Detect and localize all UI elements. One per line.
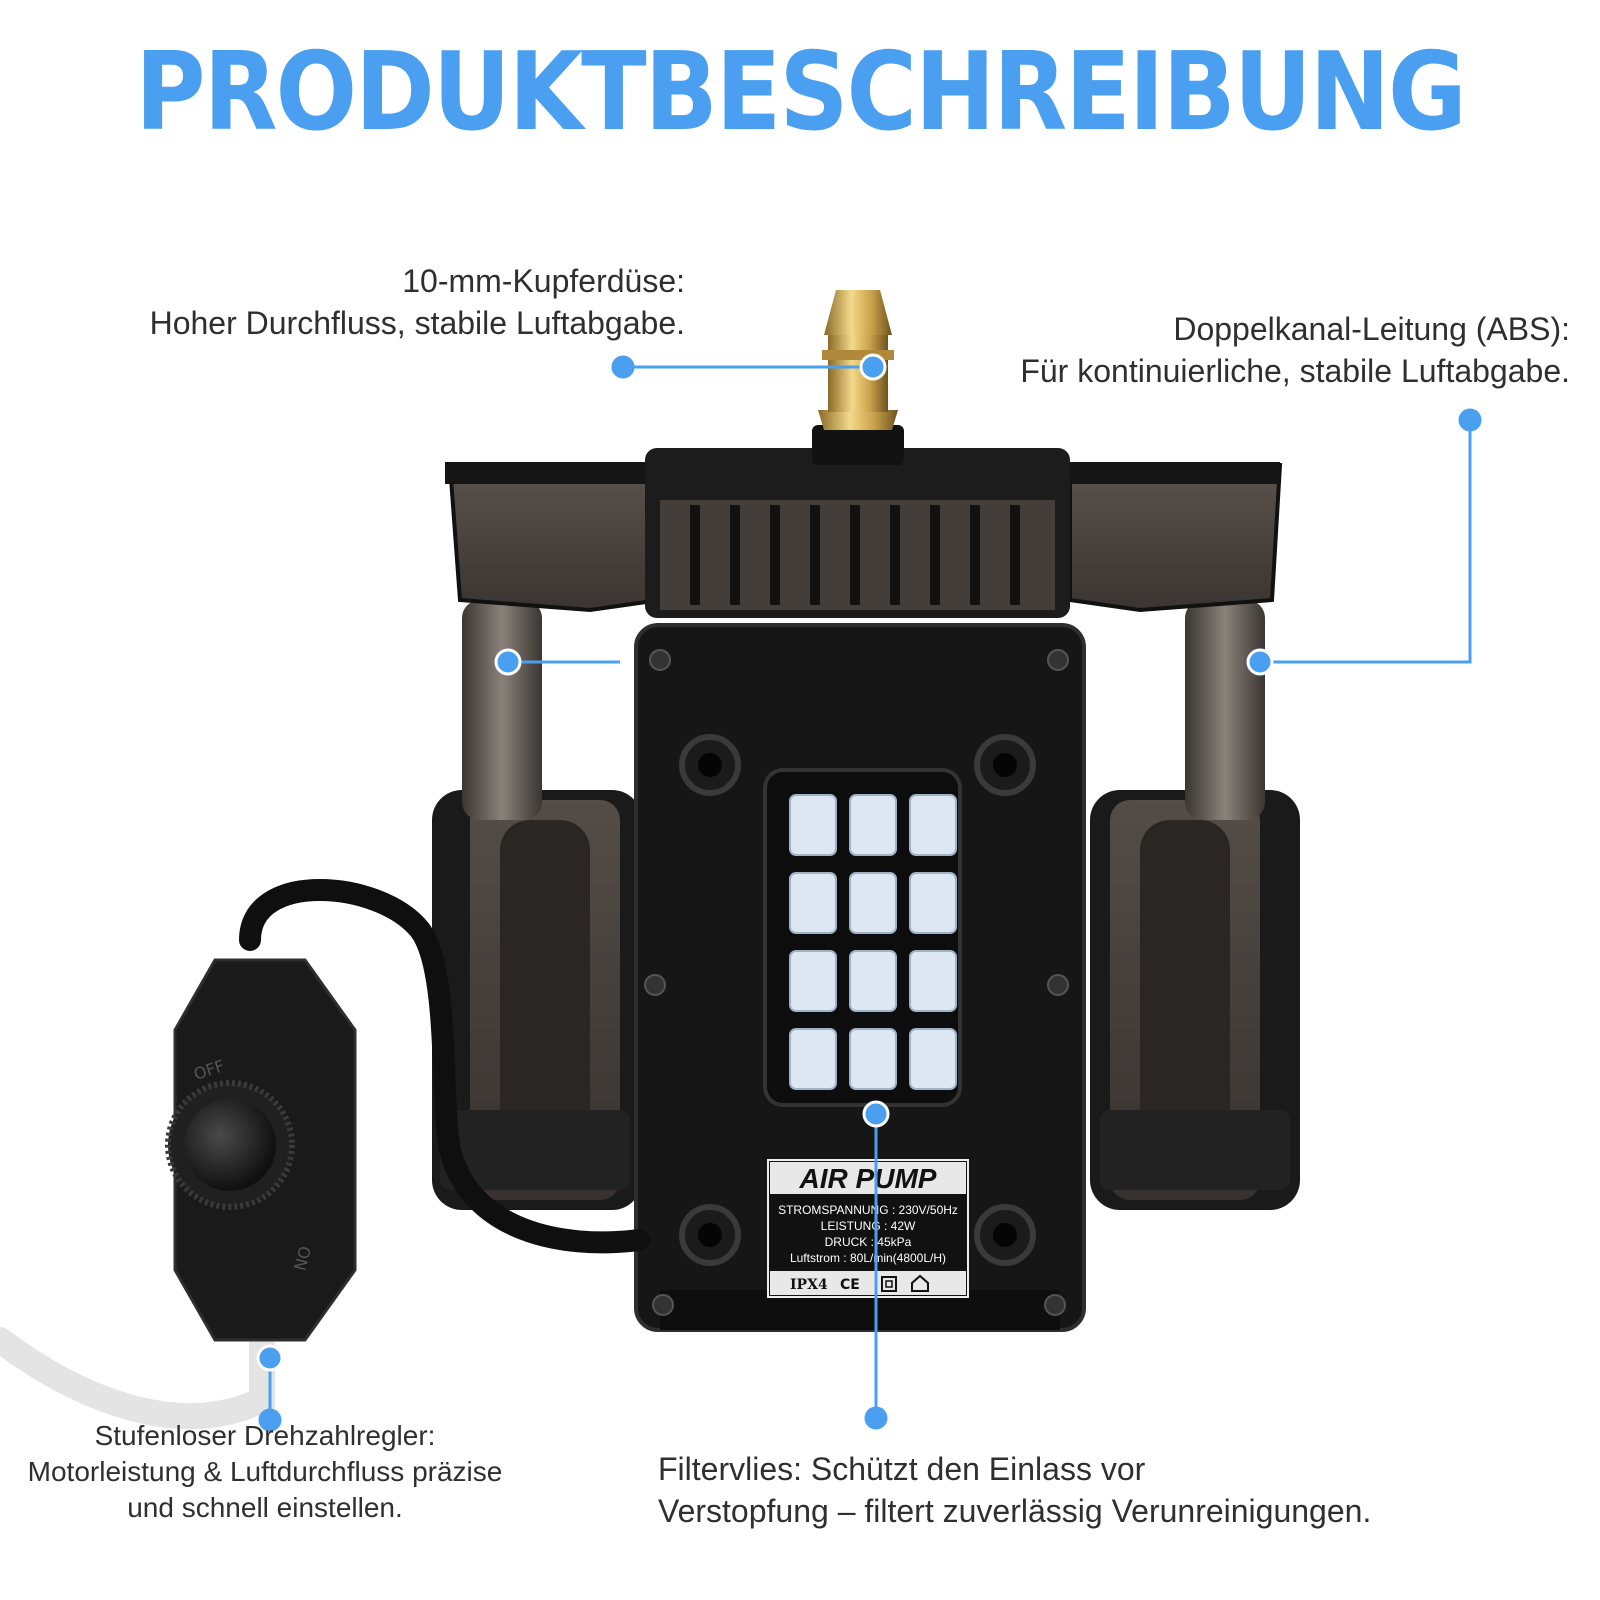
indoor-use-icon [911, 1274, 929, 1292]
filter-panel [763, 768, 962, 1107]
duct-callout-text: Für kontinuierliche, stabile Luftabgabe. [1020, 353, 1570, 389]
ce-mark: CE [840, 1277, 860, 1293]
label-pressure: DRUCK : 45kPa [825, 1235, 912, 1249]
speed-callout: Stufenloser Drehzahlregler: Motorleistun… [0, 1418, 530, 1526]
speed-controller: OFF ON [165, 958, 357, 1342]
duct-callout: Doppelkanal-Leitung (ABS): Für kontinuie… [1020, 308, 1570, 392]
double-insulation-icon [881, 1276, 897, 1292]
brass-nozzle [812, 290, 904, 465]
left-duct-tube [462, 600, 542, 820]
left-side-housing [432, 790, 642, 1210]
label-brand: AIR PUMP [799, 1163, 937, 1194]
nozzle-target-dot [859, 353, 887, 381]
speed-callout-dot [258, 1408, 282, 1432]
duct-leader-line [1260, 420, 1472, 664]
filter-callout-text-2: Verstopfung – filtert zuverlässig Verunr… [658, 1493, 1372, 1529]
speed-callout-text-1: Motorleistung & Luftdurchfluss präzise [27, 1456, 503, 1487]
duct-callout-title: Doppelkanal-Leitung (ABS): [1173, 311, 1570, 347]
label-power: LEISTUNG : 42W [821, 1219, 916, 1233]
filter-callout-text-1: Filtervlies: Schützt den Einlass vor [658, 1451, 1146, 1487]
white-cable [0, 1327, 275, 1430]
speed-dial-knob [184, 1099, 276, 1191]
filter-callout-dot [864, 1406, 888, 1430]
filter-target-dot [862, 1100, 890, 1128]
speed-callout-text-2: und schnell einstellen. [127, 1492, 403, 1523]
nozzle-callout-text: Hoher Durchfluss, stabile Luftabgabe. [149, 305, 685, 341]
filter-callout: Filtervlies: Schützt den Einlass vor Ver… [658, 1448, 1371, 1532]
duct-target-dot-left [494, 648, 522, 676]
right-side-housing [1090, 790, 1300, 1210]
page-title: PRODUKTBESCHREIBUNG [135, 29, 1467, 155]
right-duct-tube [1185, 600, 1265, 820]
nozzle-callout-dot [611, 355, 635, 379]
nozzle-callout-title: 10-mm-Kupferdüse: [402, 263, 685, 299]
speed-target-dot [256, 1344, 284, 1372]
spec-label: AIR PUMP STROMSPANNUNG : 230V/50Hz LEIST… [767, 1159, 969, 1298]
nozzle-callout: 10-mm-Kupferdüse: Hoher Durchfluss, stab… [150, 260, 685, 344]
duct-target-dot-right [1246, 648, 1274, 676]
label-ipx4: IPX4 [790, 1277, 828, 1293]
power-cable [239, 879, 651, 1254]
label-airflow: Luftstrom : 80L/min(4800L/H) [790, 1251, 946, 1265]
speed-callout-title: Stufenloser Drehzahlregler: [94, 1420, 436, 1451]
top-cap [645, 448, 1070, 618]
label-voltage: STROMSPANNUNG : 230V/50Hz [778, 1203, 958, 1217]
duct-callout-dot [1458, 408, 1482, 432]
